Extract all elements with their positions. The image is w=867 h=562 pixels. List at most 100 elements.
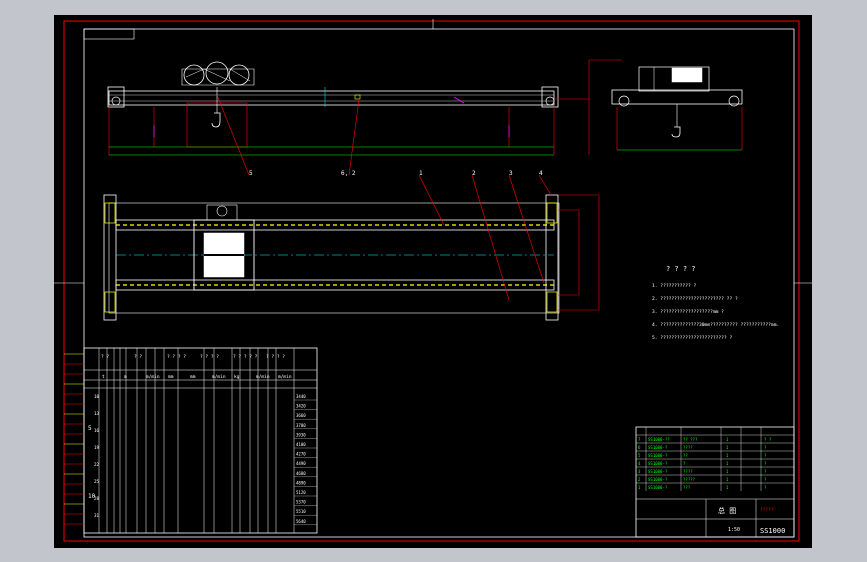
bom-name: ?????: [683, 477, 696, 482]
bom-code: SS1000-?: [648, 469, 668, 474]
callout-label: 4: [539, 170, 543, 177]
param-value: 4270: [296, 452, 306, 457]
note-item: 1. ??????????? ?: [652, 283, 696, 289]
bom-name: ???: [683, 485, 691, 490]
hook-front: [211, 112, 221, 128]
cad-drawing: 5 6, 2 1 2 3 4 ? ? ? ? 1. ??????????? ? 2. ????…: [54, 19, 812, 542]
param-value: 4100: [296, 442, 306, 447]
bom-name: ????: [683, 469, 693, 474]
param-span: 22: [94, 462, 100, 467]
bom-index: 4: [638, 461, 641, 466]
bom-name: ??: [683, 453, 688, 458]
callout-label: 2: [472, 170, 476, 177]
param-value: 4680: [296, 471, 306, 476]
param-value: 5640: [296, 519, 306, 524]
param-value: 4890: [296, 480, 306, 485]
leader-lines: [216, 94, 552, 301]
drawing-number: SS1000: [760, 527, 785, 535]
bom-qty: 1: [726, 477, 729, 482]
bom-note: ?: [764, 485, 767, 490]
param-span: 16: [94, 428, 100, 433]
param-unit: m/min: [256, 374, 270, 380]
title-frame: [635, 426, 795, 538]
drawing-scale: 1:50: [728, 527, 740, 533]
callout-label: 6, 2: [341, 170, 356, 177]
param-unit: mm: [190, 375, 196, 380]
cad-viewport[interactable]: 5 6, 2 1 2 3 4 ? ? ? ? 1. ??????????? ? 2. ????…: [54, 15, 812, 548]
bom-code: SS1000-?: [648, 485, 668, 490]
param-group: 10: [88, 493, 96, 500]
param-value: 3930: [296, 432, 306, 437]
main-girder: [108, 90, 555, 106]
bom-index: 2: [638, 477, 641, 482]
bom-qty: 1: [726, 485, 729, 490]
bom-note: ?: [764, 461, 767, 466]
bom-code: SS1000-?: [648, 477, 668, 482]
param-header: ? ?: [101, 354, 109, 360]
company-name: ?????: [760, 507, 774, 513]
bom-index: 1: [638, 485, 641, 490]
param-span: 10: [94, 394, 100, 399]
bom-code: SS1000-?: [648, 445, 668, 450]
param-value: 3440: [296, 394, 306, 399]
bom-index: 6: [638, 445, 641, 450]
notes-heading: ? ? ? ?: [666, 265, 696, 273]
params-frame: [83, 347, 318, 534]
param-span: 25: [94, 479, 100, 484]
bridge-outline: [108, 202, 560, 314]
param-unit: m: [124, 375, 127, 380]
param-value: 4490: [296, 461, 306, 466]
end-carriage-left: [107, 86, 125, 108]
param-value: 3420: [296, 404, 306, 409]
callout-label: 1: [419, 170, 423, 177]
callout-label: 3: [509, 170, 513, 177]
plan-view: [103, 194, 600, 321]
param-value: 5510: [296, 509, 306, 514]
param-unit: m/min: [278, 374, 292, 380]
corner-title-box: [83, 28, 135, 40]
param-span: 28: [94, 496, 100, 501]
bom-code: SS1000-?: [648, 461, 668, 466]
end-carriage-right: [541, 86, 559, 108]
bom-name: ?? ???: [683, 437, 698, 442]
param-span: 31: [94, 513, 100, 518]
technical-notes: ? ? ? ? 1. ??????????? ? 2. ??????????????…: [652, 265, 779, 341]
callout-labels: 5 6, 2 1 2 3 4: [249, 170, 543, 177]
bom-note: ?: [764, 445, 767, 450]
bom-note: ? ?: [764, 437, 772, 442]
bom-name: ????: [683, 445, 693, 450]
bom-qty: 1: [726, 453, 729, 458]
param-span: 19: [94, 445, 100, 450]
param-span: 13: [94, 411, 100, 416]
callout-label: 5: [249, 170, 253, 177]
bom-qty: 1: [726, 437, 729, 442]
param-value: 3780: [296, 423, 306, 428]
drawing-title: 总 图: [718, 506, 736, 515]
param-unit: mm: [168, 375, 174, 380]
bom-note: ?: [764, 477, 767, 482]
side-elevation: [611, 66, 743, 151]
param-unit: kg: [234, 374, 240, 380]
param-value: 3660: [296, 413, 306, 418]
param-unit: m/min: [212, 374, 226, 380]
note-item: 5. ???????????????????????? ?: [652, 335, 732, 341]
param-unit: t: [102, 374, 105, 380]
param-header: ? ? ? ?: [200, 354, 219, 360]
param-header: ? ? ? ?: [167, 354, 186, 360]
param-unit: m/min: [146, 374, 160, 380]
bom-index: 7: [638, 437, 641, 442]
param-value: 5120: [296, 490, 306, 495]
bom-name: ?: [683, 461, 686, 466]
bom-note: ?: [764, 469, 767, 474]
bom-note: ?: [764, 453, 767, 458]
note-item: 2. ??????????????????????? ?? ?: [652, 296, 738, 302]
trolley-front: [181, 61, 255, 86]
bom-qty: 1: [726, 445, 729, 450]
front-elevation: [107, 59, 622, 156]
param-header: ? ?: [134, 354, 142, 360]
param-value: 5370: [296, 500, 306, 505]
bom-qty: 1: [726, 469, 729, 474]
drawing-border: [63, 20, 800, 542]
param-header: ? ? ? ?: [266, 354, 285, 360]
